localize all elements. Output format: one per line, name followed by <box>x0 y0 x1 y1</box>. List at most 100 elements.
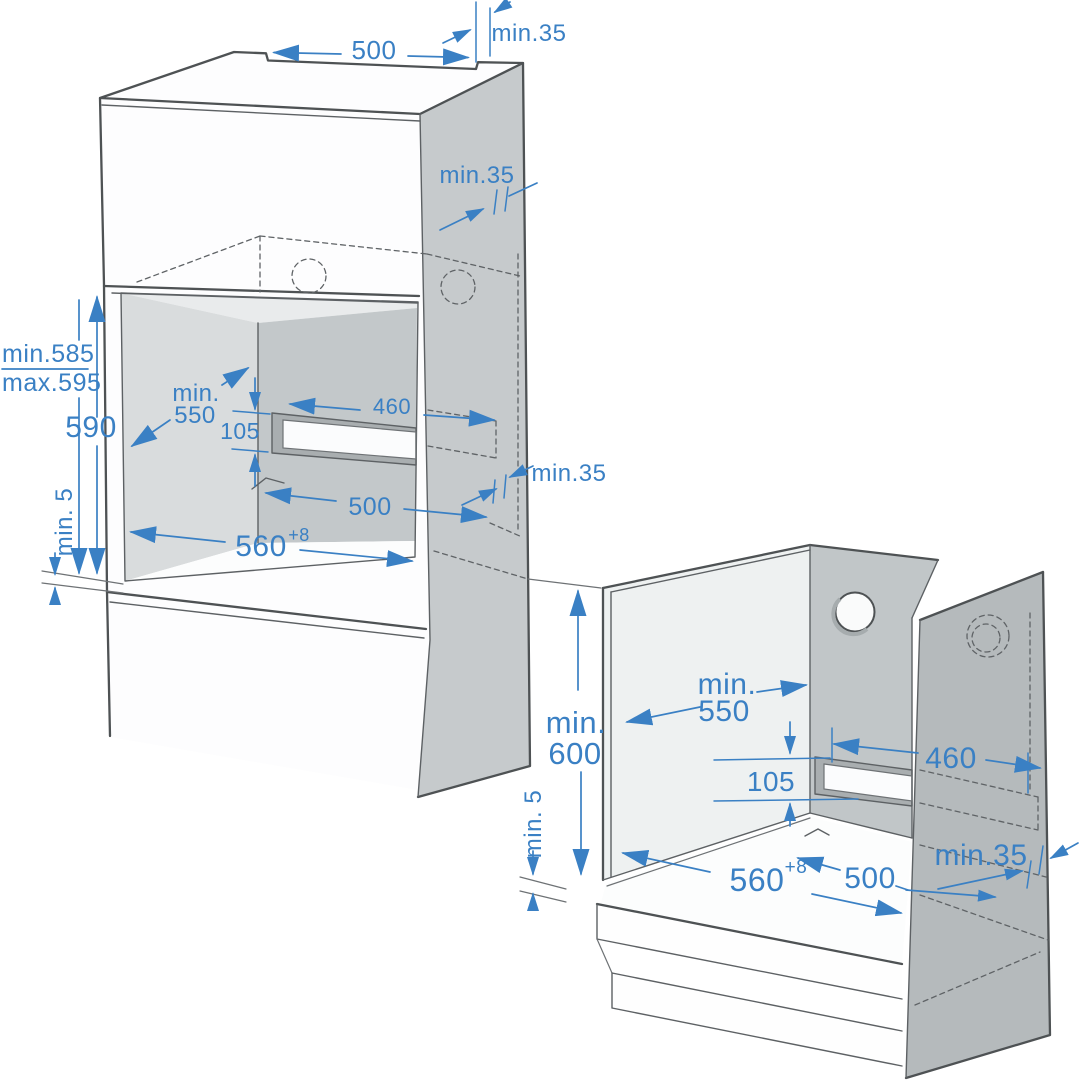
dim-vent-slot-width: 460 <box>288 394 496 427</box>
vent-slot-opening <box>283 420 416 459</box>
dim-vent-slot-height: 105 <box>220 377 271 487</box>
back-wall-top-edge <box>808 543 940 562</box>
dim-niche-depth: min. 550 <box>130 366 250 448</box>
label-niche-depth-min: min. <box>698 668 757 701</box>
label-front-height: 590 <box>65 411 117 444</box>
panel-front-step-edge <box>417 113 431 798</box>
label-vent-slot-width: 460 <box>373 394 411 419</box>
dim-vent-slot-depth: 500 <box>796 856 909 895</box>
right-panel-front-edge <box>905 619 921 1079</box>
dim-vent-slot-height: 105 <box>713 721 859 827</box>
label-niche-depth-value: 550 <box>698 695 750 728</box>
niche-top-frame-outer <box>102 284 421 298</box>
plinth-upper-band <box>597 904 902 999</box>
dim-vent-slot-depth: 500 <box>264 487 488 524</box>
top-extension-line <box>527 578 602 589</box>
top-face-front-inner-edge <box>101 104 421 122</box>
hidden-hole-front-dashed-circle <box>291 258 327 294</box>
label-vent-slot-depth: 500 <box>844 862 896 895</box>
label-vent-slot-height: 105 <box>747 766 795 797</box>
top-face-outline <box>98 50 525 116</box>
label-mid-rear-clearance: min.35 <box>531 460 606 487</box>
dim-niche-height-range: min.585 max.595 <box>1 295 106 575</box>
plinth-upper-outline <box>595 902 904 966</box>
hidden-hole-panel-dashed-circle <box>440 269 476 305</box>
label-niche-height-min: min.585 <box>2 340 94 368</box>
hidden-hole-dashed-circle-inner <box>971 623 1001 653</box>
hidden-upper-edge-on-panel <box>426 253 521 277</box>
back-wall-hole <box>834 591 876 633</box>
hidden-bottom-diagonal <box>914 951 1041 1006</box>
hidden-floor-edge-on-panel <box>433 550 529 580</box>
label-niche-width-tolerance: +8 <box>288 525 310 545</box>
dim-front-height: 590 <box>65 299 117 575</box>
label-vent-slot-depth: 500 <box>348 493 391 521</box>
left-wall-bottom-edge <box>602 812 811 881</box>
panel-right-edge <box>416 61 532 799</box>
label-niche-depth-value: 550 <box>174 402 216 429</box>
plinth-upper-bottom <box>596 903 903 1000</box>
dim-bottom-clearance: min. 5 <box>41 488 124 605</box>
dim-niche-height: min. 600 <box>546 589 607 876</box>
cabinet-floor <box>600 817 912 964</box>
right-diagram-base-cabinet: min. 600 min. 5 min. 550 105 <box>519 543 1079 1080</box>
hidden-hole-dashed-circle-outer <box>966 614 1010 658</box>
right-side-panel <box>418 63 530 797</box>
back-vent-slot-inner-outline <box>823 763 913 802</box>
label-niche-height-value: 600 <box>548 736 601 771</box>
left-wall-bottom-inner-edge <box>606 817 811 887</box>
dim-mid-rear-clearance: min.35 <box>461 460 606 506</box>
lower-band-top-edge <box>105 590 428 631</box>
back-wall-hole-shadow <box>831 597 869 637</box>
label-bottom-clearance: min. 5 <box>520 790 547 858</box>
left-wall <box>603 545 810 880</box>
right-panel-top-edge <box>918 570 1045 622</box>
label-niche-height-min: min. <box>546 705 607 740</box>
dim-bottom-clearance: min. 5 <box>519 790 567 911</box>
floor-rear-step <box>251 477 285 490</box>
niche-left-wall <box>121 293 258 581</box>
label-niche-width: 560 <box>235 530 287 563</box>
left-wall-top-edge <box>601 543 812 590</box>
label-top-rear-clearance: min.35 <box>491 20 566 47</box>
hidden-plinth-diagonal <box>919 894 1049 941</box>
right-panel-right-edge <box>904 570 1052 1080</box>
label-niche-depth-min: min. <box>172 380 219 407</box>
dim-top-rear-clearance: min.35 <box>442 0 566 63</box>
niche-opening-outline <box>120 292 419 582</box>
label-bottom-clearance: min. 5 <box>51 488 78 556</box>
dim-side-rear-clearance: min.35 <box>439 162 538 231</box>
label-vent-slot-width: 460 <box>925 742 977 775</box>
dim-niche-width: 560 +8 <box>129 525 414 568</box>
hidden-slot-continuation-bottom <box>427 445 497 459</box>
vent-slot-inner-outline <box>282 419 417 460</box>
hidden-upper-cavity-edge-left <box>136 235 261 283</box>
front-face <box>100 98 430 790</box>
floor-rear-step <box>804 828 830 837</box>
hidden-slot-continuation-bottom <box>919 802 1039 831</box>
plinth-step <box>596 938 613 974</box>
front-left-edge <box>98 96 112 738</box>
label-rear-clearance: min.35 <box>934 839 1027 872</box>
hidden-upper-cavity-edge-back <box>259 235 428 255</box>
dim-top-cutout-width: 500 <box>272 35 470 66</box>
dim-vent-slot-width: 460 <box>831 727 1042 794</box>
dim-niche-depth: min. 550 <box>625 668 808 728</box>
back-wall-right-slant <box>911 559 939 619</box>
plinth-lower-band <box>612 973 902 1066</box>
label-top-cutout-width: 500 <box>352 35 397 65</box>
left-wall-top-inner-edge <box>610 549 811 593</box>
back-vent-slot-outline <box>814 756 913 807</box>
label-side-rear-clearance: min.35 <box>439 162 514 189</box>
back-wall-bottom-edge <box>809 812 913 839</box>
left-diagram-tall-cabinet: 500 min.35 min.35 min.585 max.595 590 <box>1 0 606 799</box>
label-vent-slot-height: 105 <box>220 418 260 444</box>
hidden-floor-edge-on-panel <box>919 844 1047 878</box>
hidden-slot-continuation-top <box>919 769 1039 798</box>
label-niche-height-max: max.595 <box>2 369 101 397</box>
label-niche-width: 560 <box>730 862 785 898</box>
hidden-corner-diagonal <box>489 522 523 538</box>
niche-floor <box>125 541 415 581</box>
